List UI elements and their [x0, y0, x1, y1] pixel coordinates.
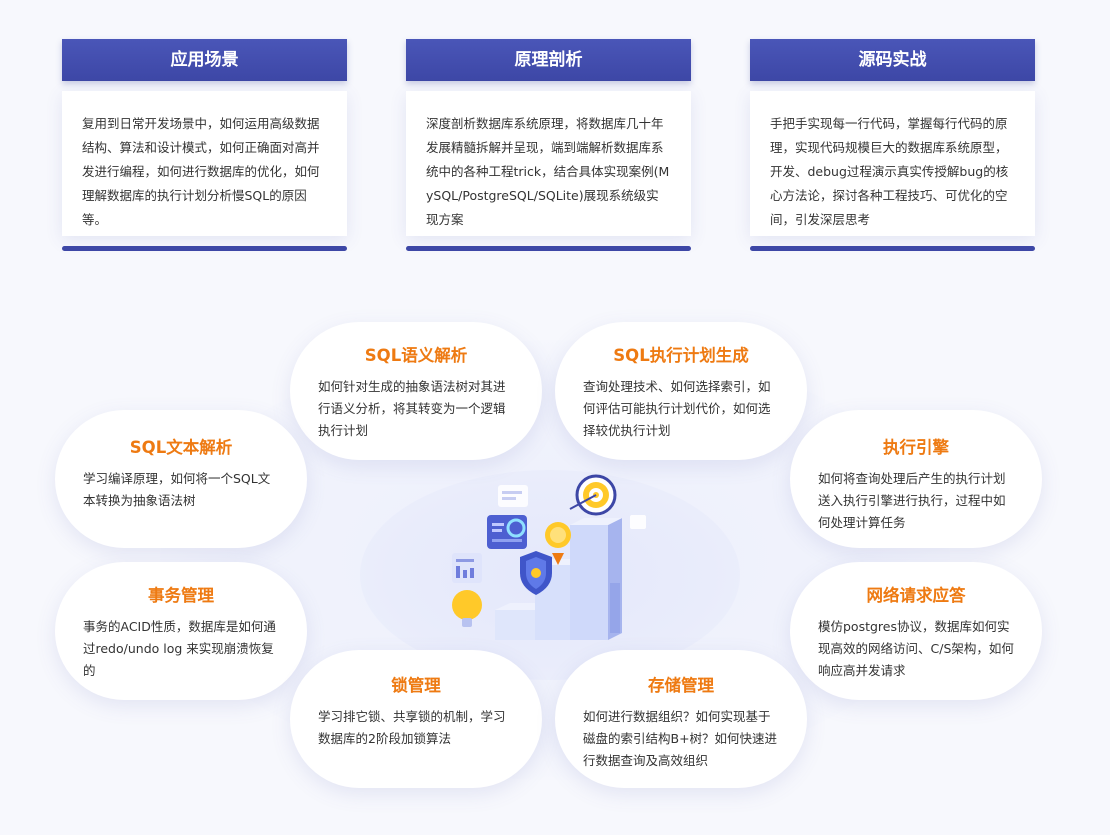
bar-icon: [470, 568, 474, 578]
card-underline: [750, 246, 1035, 251]
node-title: SQL执行计划生成: [613, 346, 749, 365]
node-execution-engine: 执行引擎 如何将查询处理后产生的执行计划送入执行引擎进行执行，过程中如何处理计算…: [790, 410, 1042, 548]
node-title: 网络请求应答: [866, 586, 966, 605]
node-title: 事务管理: [148, 586, 214, 605]
node-sql-text-parse: SQL文本解析 学习编译原理，如何将一个SQL文本转换为抽象语法树: [55, 410, 307, 548]
node-sql-semantic-parse: SQL语义解析 如何针对生成的抽象语法树对其进行语义分析，将其转变为一个逻辑执行…: [290, 322, 542, 460]
database-growth-illustration: [452, 474, 646, 640]
donut-chart-icon: [506, 518, 526, 538]
card-principle-analysis: 原理剖析 深度剖析数据库系统原理，将数据库几十年发展精髓拆解并呈现，端到端解析数…: [406, 39, 691, 251]
small-bar-icon: [610, 583, 620, 633]
node-title: 存储管理: [648, 676, 714, 695]
lightbulb-base-icon: [462, 618, 472, 627]
card-line-icon: [492, 523, 504, 526]
bar-icon: [456, 566, 460, 578]
card-title: 源码实战: [750, 39, 1035, 81]
step-block-icon: [495, 610, 535, 640]
card-title: 应用场景: [62, 39, 347, 81]
node-description: 事务的ACID性质，数据库是如何通过redo/undo log 来实现崩溃恢复的: [83, 619, 276, 678]
node-sql-plan-generation: SQL执行计划生成 查询处理技术、如何选择索引，如何评估可能执行计划代价，如何选…: [555, 322, 807, 460]
card-title: 原理剖析: [406, 39, 691, 81]
shield-check-icon: [531, 568, 541, 578]
arrow-icon: [569, 494, 597, 510]
node-description: 如何针对生成的抽象语法树对其进行语义分析，将其转变为一个逻辑执行计划: [318, 379, 506, 438]
node-transaction-management: 事务管理 事务的ACID性质，数据库是如何通过redo/undo log 来实现…: [55, 562, 307, 700]
node-title: SQL文本解析: [129, 438, 233, 457]
card-underline: [62, 246, 347, 251]
card-text: 深度剖析数据库系统原理，将数据库几十年发展精髓拆解并呈现，端到端解析数据库系统中…: [406, 91, 691, 236]
node-description: 如何进行数据组织？如何实现基于磁盘的索引结构B+树？如何快速进行数据查询及高效组…: [583, 709, 778, 768]
card-line-icon: [492, 529, 502, 532]
card-source-practice: 源码实战 手把手实现每一行代码，掌握每行代码的原理，实现代码规模巨大的数据库系统…: [750, 39, 1035, 251]
node-description: 模仿postgres协议，数据库如何实现高效的网络访问、C/S架构，如何响应高并…: [818, 619, 1014, 678]
node-storage-management: 存储管理 如何进行数据组织？如何实现基于磁盘的索引结构B+树？如何快速进行数据查…: [555, 650, 807, 788]
card-application-scenario: 应用场景 复用到日常开发场景中，如何运用高级数据结构、算法和设计模式，如何正确面…: [62, 39, 347, 251]
bar-icon: [463, 570, 467, 578]
medal-inner-icon: [550, 527, 566, 543]
node-description: 如何将查询处理后产生的执行计划送入执行引擎进行执行，过程中如何处理计算任务: [818, 471, 1006, 530]
step-block-icon: [570, 518, 622, 525]
medal-ribbon-icon: [552, 553, 564, 565]
node-description: 学习编译原理，如何将一个SQL文本转换为抽象语法树: [83, 471, 271, 508]
floating-card-icon: [630, 515, 646, 529]
node-title: 锁管理: [391, 676, 441, 695]
node-description: 学习排它锁、共享锁的机制，学习数据库的2阶段加锁算法: [318, 709, 506, 746]
step-block-icon: [570, 525, 608, 640]
lightbulb-icon: [452, 590, 482, 620]
floating-card-icon: [498, 485, 528, 507]
node-title: SQL语义解析: [364, 346, 468, 365]
card-text: 复用到日常开发场景中，如何运用高级数据结构、算法和设计模式，如何正确面对高并发进…: [62, 91, 347, 236]
card-line-icon: [502, 491, 522, 494]
card-line-icon: [456, 559, 474, 562]
card-line-icon: [502, 497, 516, 500]
card-underline: [406, 246, 691, 251]
node-description: 查询处理技术、如何选择索引，如何评估可能执行计划代价，如何选择较优执行计划: [583, 379, 771, 438]
card-line-icon: [492, 539, 522, 542]
node-lock-management: 锁管理 学习排它锁、共享锁的机制，学习数据库的2阶段加锁算法: [290, 650, 542, 788]
card-text: 手把手实现每一行代码，掌握每行代码的原理，实现代码规模巨大的数据库系统原型，开发…: [750, 91, 1035, 236]
node-title: 执行引擎: [883, 438, 949, 457]
node-network-request: 网络请求应答 模仿postgres协议，数据库如何实现高效的网络访问、C/S架构…: [790, 562, 1042, 700]
